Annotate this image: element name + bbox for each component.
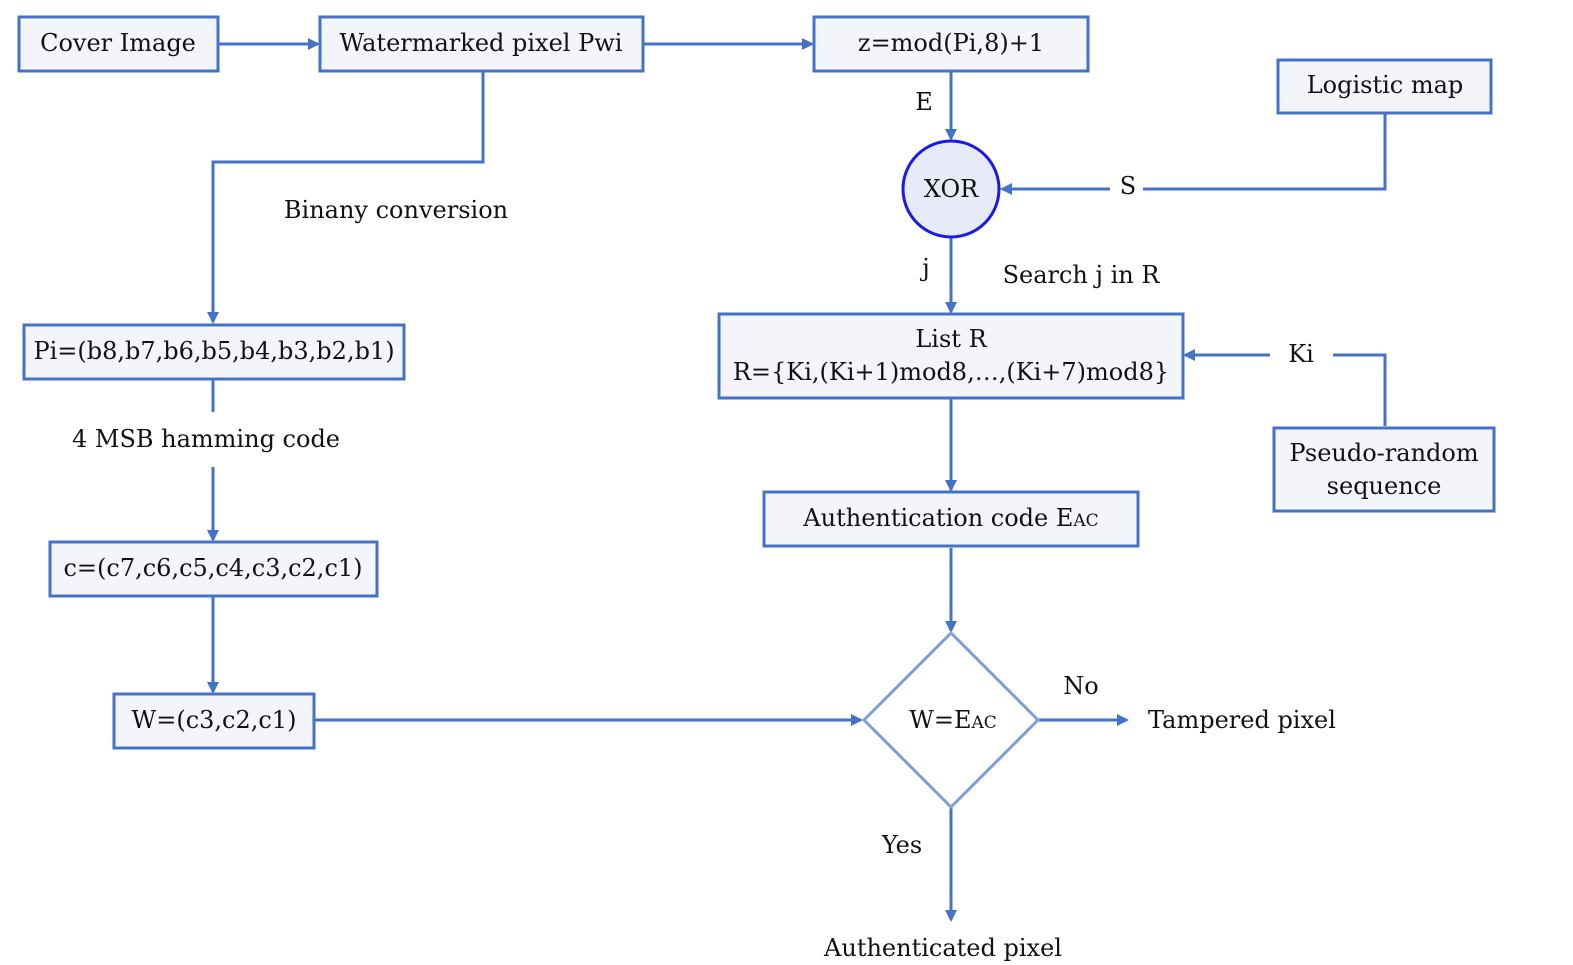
pseudo-random-line2: sequence: [1327, 472, 1442, 500]
xor-label: XOR: [924, 175, 979, 203]
pseudo-random-line1: Pseudo-random: [1289, 439, 1478, 467]
watermarked-pixel-box: Watermarked pixel Pwi: [318, 15, 645, 73]
auth-code-main: Authentication code E: [802, 504, 1073, 532]
msb-hamming-label: 4 MSB hamming code: [72, 425, 340, 453]
connectors: [207, 38, 1387, 922]
no-label: No: [1063, 672, 1098, 700]
w-bits-box: W=(c3,c2,c1): [112, 692, 316, 750]
w-bits-label: W=(c3,c2,c1): [132, 706, 297, 734]
decision-main: W=E: [909, 706, 971, 734]
c-bits-box: c=(c7,c6,c5,c4,c3,c2,c1): [48, 540, 379, 598]
e-label: E: [915, 88, 933, 116]
list-r-formula: R={Ki,(Ki+1)mod8,…,(Ki+7)mod8}: [733, 358, 1169, 386]
list-r-title: List R: [915, 325, 987, 353]
binary-conversion-label: Binany conversion: [284, 196, 508, 224]
xor-node: XOR: [901, 139, 1001, 239]
pi-bits-label: Pi=(b8,b7,b6,b5,b4,b3,b2,b1): [33, 337, 394, 365]
auth-code-label: Authentication code EAC: [802, 504, 1098, 532]
search-label: Search j in R: [1003, 261, 1161, 289]
arrow-watermarked-to-pi: [207, 72, 485, 324]
j-label: j: [919, 254, 929, 282]
arrow-pseudo-to-list-r-a: [1333, 353, 1387, 426]
pi-bits-box: Pi=(b8,b7,b6,b5,b4,b3,b2,b1): [22, 323, 406, 381]
decision-subscript: AC: [971, 713, 997, 733]
arrow-logistic-to-xor-a: [1143, 114, 1387, 191]
auth-code-subscript: AC: [1072, 511, 1098, 531]
ki-label: Ki: [1288, 340, 1314, 368]
auth-code-box: Authentication code EAC: [762, 490, 1140, 548]
list-r-box: List R R={Ki,(Ki+1)mod8,…,(Ki+7)mod8}: [717, 312, 1185, 400]
authenticated-pixel-label: Authenticated pixel: [823, 934, 1062, 962]
z-formula-box: z=mod(Pi,8)+1: [812, 15, 1090, 73]
z-formula-label: z=mod(Pi,8)+1: [858, 29, 1044, 57]
decision-diamond: W=EAC: [861, 630, 1041, 810]
decision-label: W=EAC: [909, 706, 997, 734]
s-label: S: [1120, 172, 1136, 200]
pseudo-random-box: Pseudo-random sequence: [1272, 426, 1496, 513]
cover-image-label: Cover Image: [40, 29, 196, 57]
logistic-map-box: Logistic map: [1276, 58, 1493, 115]
watermarked-pixel-label: Watermarked pixel Pwi: [340, 29, 623, 57]
c-bits-label: c=(c7,c6,c5,c4,c3,c2,c1): [63, 554, 362, 582]
logistic-map-label: Logistic map: [1307, 71, 1464, 99]
yes-label: Yes: [881, 831, 922, 859]
cover-image-box: Cover Image: [17, 15, 220, 73]
tampered-pixel-label: Tampered pixel: [1148, 706, 1336, 734]
